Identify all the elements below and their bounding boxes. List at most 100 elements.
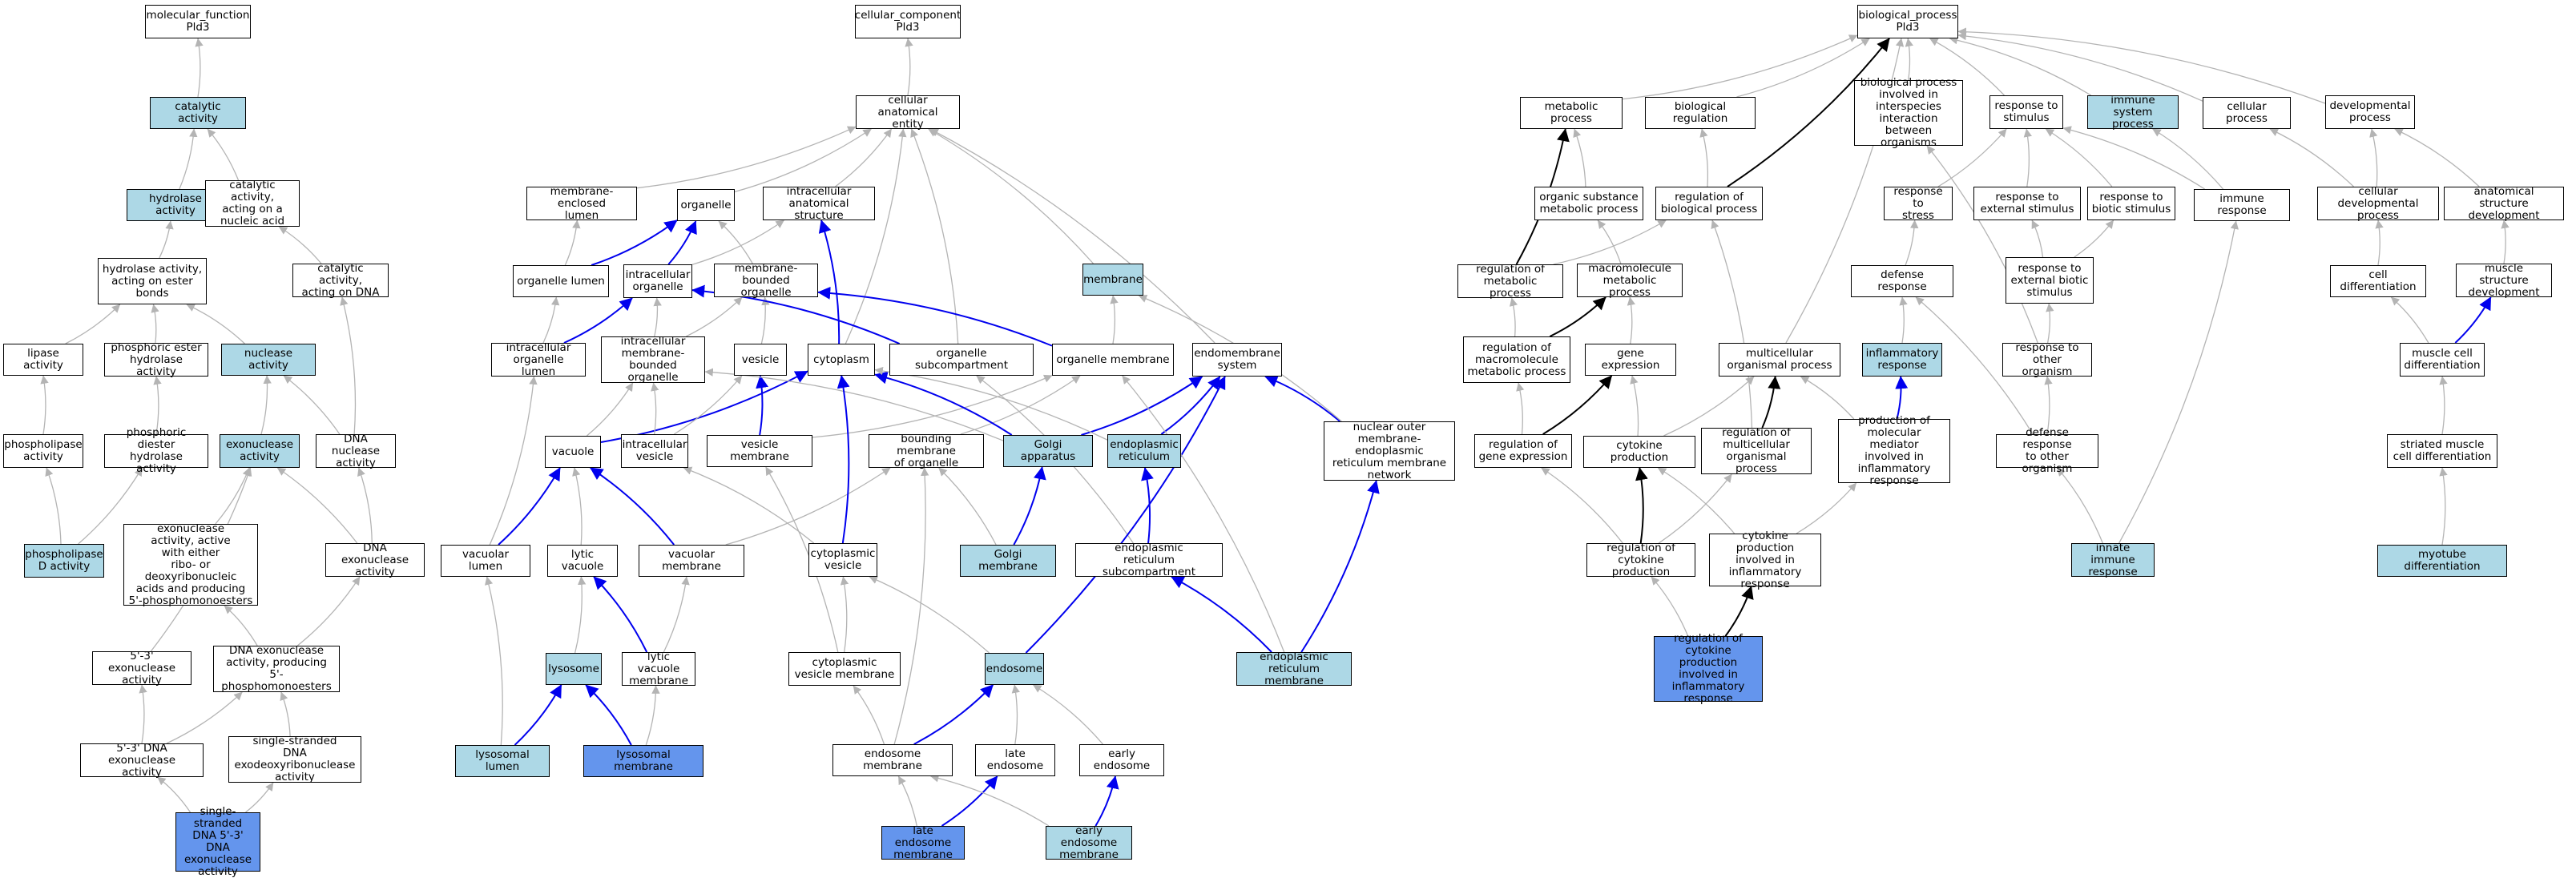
go-term-intra-org[interactable]: intracellular organelle <box>623 264 692 298</box>
go-term-reg-bio[interactable]: regulation of biological process <box>1655 187 1763 220</box>
go-term-resp-biotic[interactable]: response to biotic stimulus <box>2087 187 2175 220</box>
go-term-reg-gene-expr[interactable]: regulation of gene expression <box>1474 434 1572 468</box>
go-term-exo-53[interactable]: 5'-3' exonuclease activity <box>92 650 191 686</box>
go-term-prod-mediator[interactable]: production of molecular mediator involve… <box>1838 415 1950 487</box>
go-term-lysosome[interactable]: lysosome <box>546 653 602 685</box>
go-term-intra-mbo[interactable]: intracellular membrane-bounded organelle <box>601 336 705 384</box>
go-term-lytic-vac-mem[interactable]: lytic vacuole membrane <box>622 650 695 687</box>
go-term-nuclease[interactable]: nuclease activity <box>221 344 316 376</box>
go-term-exo-either[interactable]: exonuclease activity, active with either… <box>123 522 258 606</box>
go-term-vesicle[interactable]: vesicle <box>734 344 787 376</box>
go-term-resp-stim[interactable]: response to stimulus <box>1989 95 2063 129</box>
go-term-cellular-proc[interactable]: cellular process <box>2203 97 2291 129</box>
go-term-org-subst[interactable]: organic substance metabolic process <box>1534 187 1643 220</box>
go-term-dna-exo-5p[interactable]: DNA exonuclease activity, producing 5'-p… <box>213 645 340 693</box>
go-term-endo-membrane[interactable]: endosome membrane <box>832 744 953 776</box>
go-term-ss-dna-exo[interactable]: single-stranded DNA exodeoxyribonuclease… <box>228 735 361 783</box>
go-term-bp-interspecies[interactable]: biological process involved in interspec… <box>1854 77 1963 149</box>
go-term-early-endo-mem[interactable]: early endosome membrane <box>1046 824 1132 860</box>
go-term-dna-exo[interactable]: DNA exonuclease activity <box>325 542 425 578</box>
go-term-reg-metab[interactable]: regulation of metabolic process <box>1457 263 1563 299</box>
go-term-reg-cytokine[interactable]: regulation of cytokine production <box>1586 542 1695 578</box>
go-term-exonuclease[interactable]: exonuclease activity <box>220 434 300 468</box>
go-term-multicell[interactable]: multicellular organismal process <box>1719 343 1840 377</box>
go-term-org-subcomp[interactable]: organelle subcompartment <box>889 344 1034 376</box>
go-term-bio-reg[interactable]: biological regulation <box>1645 97 1756 129</box>
go-term-er-subcomp[interactable]: endoplasmic reticulum subcompartment <box>1075 542 1223 578</box>
go-term-lipase[interactable]: lipase activity <box>3 344 83 376</box>
go-term-cytokine-inflam[interactable]: cytokine production involved in inflamma… <box>1709 530 1821 590</box>
go-term-golgi[interactable]: Golgi apparatus <box>1003 435 1093 467</box>
go-term-inflammatory[interactable]: inflammatory response <box>1862 343 1942 377</box>
go-term-vesicle-mem[interactable]: vesicle membrane <box>707 435 812 467</box>
go-term-immune-sys[interactable]: immune system process <box>2087 94 2179 130</box>
go-term-immune-resp[interactable]: immune response <box>2194 189 2290 221</box>
go-term-reg-cyto-inflam[interactable]: regulation of cytokine production involv… <box>1654 633 1763 705</box>
go-term-lyso-membrane[interactable]: lysosomal membrane <box>583 745 703 777</box>
go-term-metabolic[interactable]: metabolic process <box>1520 97 1623 129</box>
go-term-endosome[interactable]: endosome <box>985 653 1044 685</box>
go-term-resp-other-org[interactable]: response to other organism <box>2002 341 2092 377</box>
go-term-dna-exo-53[interactable]: 5'-3' DNA exonuclease activity <box>80 742 204 778</box>
go-term-resp-ext[interactable]: response to external stimulus <box>1973 187 2081 220</box>
go-term-intra-org-lumen[interactable]: intracellular organelle lumen <box>491 341 586 377</box>
go-term-mf[interactable]: molecular_function Pld3 <box>145 5 251 38</box>
go-term-cat-nucleic[interactable]: catalytic activity, acting on a nucleic … <box>205 179 300 228</box>
go-term-developmental[interactable]: developmental process <box>2325 95 2415 129</box>
go-term-cyto-ves-mem[interactable]: cytoplasmic vesicle membrane <box>788 652 901 686</box>
go-term-cytokine-prod[interactable]: cytokine production <box>1583 436 1695 468</box>
go-term-anat-dev[interactable]: anatomical structure development <box>2444 185 2564 221</box>
go-term-cell-dev[interactable]: cellular developmental process <box>2317 185 2439 221</box>
go-term-mem-bound-org[interactable]: membrane-bounded organelle <box>714 262 818 298</box>
go-term-gene-expr[interactable]: gene expression <box>1585 344 1676 376</box>
go-term-membrane[interactable]: membrane <box>1082 264 1143 296</box>
go-term-vac-membrane[interactable]: vacuolar membrane <box>639 545 744 577</box>
go-term-org-lumen[interactable]: organelle lumen <box>513 265 609 297</box>
go-term-endomembrane[interactable]: endomembrane system <box>1192 343 1282 377</box>
go-term-early-endo[interactable]: early endosome <box>1079 744 1164 776</box>
go-term-bp[interactable]: biological_process Pld3 <box>1857 5 1958 38</box>
go-term-phos-ester[interactable]: phosphoric ester hydrolase activity <box>104 341 208 377</box>
go-term-org-membrane[interactable]: organelle membrane <box>1052 344 1174 376</box>
go-term-muscle-cell-diff[interactable]: muscle cell differentiation <box>2400 343 2485 377</box>
go-term-bounding-mem[interactable]: bounding membrane of organelle <box>869 433 984 469</box>
go-term-resp-stress[interactable]: response to stress <box>1884 185 1953 221</box>
go-term-resp-ext-biotic[interactable]: response to external biotic stimulus <box>2006 257 2094 304</box>
go-term-vac-lumen[interactable]: vacuolar lumen <box>441 545 530 577</box>
go-term-intra-anat[interactable]: intracellular anatomical structure <box>763 185 875 221</box>
go-term-defense[interactable]: defense response <box>1851 265 1953 297</box>
go-term-cell-diff[interactable]: cell differentiation <box>2330 265 2426 297</box>
go-term-defense-other[interactable]: defense response to other organism <box>1996 427 2098 475</box>
go-term-golgi-mem[interactable]: Golgi membrane <box>960 545 1056 577</box>
go-term-hyd-ester[interactable]: hydrolase activity, acting on ester bond… <box>98 258 207 304</box>
go-term-reg-multicell[interactable]: regulation of multicellular organismal p… <box>1701 427 1812 475</box>
go-term-dna-nuclease[interactable]: DNA nuclease activity <box>316 433 396 469</box>
go-term-lytic-vac[interactable]: lytic vacuole <box>547 545 618 577</box>
go-term-cae[interactable]: cellular anatomical entity <box>856 94 960 130</box>
go-term-cyto-vesicle[interactable]: cytoplasmic vesicle <box>808 543 877 577</box>
go-term-muscle-struct[interactable]: muscle structure development <box>2456 262 2552 298</box>
go-term-cytoplasm[interactable]: cytoplasm <box>808 344 875 376</box>
go-term-organelle[interactable]: organelle <box>677 189 735 221</box>
go-term-phospholipase[interactable]: phospholipase activity <box>3 434 83 468</box>
go-term-nuc-outer[interactable]: nuclear outer membrane-endoplasmic retic… <box>1324 421 1455 481</box>
go-term-mem-lumen[interactable]: membrane-enclosed lumen <box>526 185 637 221</box>
go-term-reg-macro-metab[interactable]: regulation of macromolecule metabolic pr… <box>1463 336 1570 383</box>
go-term-striated[interactable]: striated muscle cell differentiation <box>2387 434 2497 468</box>
go-term-phos-diester[interactable]: phosphoric diester hydrolase activity <box>104 427 208 475</box>
go-term-er[interactable]: endoplasmic reticulum <box>1107 434 1181 468</box>
go-term-catalytic[interactable]: catalytic activity <box>150 97 246 129</box>
go-term-vacuole[interactable]: vacuole <box>545 436 601 468</box>
go-term-intra-vesicle[interactable]: intracellular vesicle <box>621 434 688 468</box>
go-term-ss-dna-53[interactable]: single-stranded DNA 5'-3' DNA exonucleas… <box>175 806 260 878</box>
go-term-macro-metab[interactable]: macromolecule metabolic process <box>1577 262 1683 298</box>
go-term-er-membrane[interactable]: endoplasmic reticulum membrane <box>1236 650 1352 687</box>
go-term-cat-dna[interactable]: catalytic activity, acting on DNA <box>292 262 389 298</box>
go-term-lyso-lumen[interactable]: lysosomal lumen <box>455 745 550 777</box>
go-term-myotube[interactable]: myotube differentiation <box>2377 545 2507 577</box>
go-term-late-endo[interactable]: late endosome <box>975 744 1055 776</box>
go-term-pld[interactable]: phospholipase D activity <box>24 544 104 578</box>
go-term-cc[interactable]: cellular_component Pld3 <box>855 5 961 38</box>
go-term-late-endo-mem[interactable]: late endosome membrane <box>881 824 965 860</box>
go-term-innate[interactable]: innate immune response <box>2071 542 2155 578</box>
